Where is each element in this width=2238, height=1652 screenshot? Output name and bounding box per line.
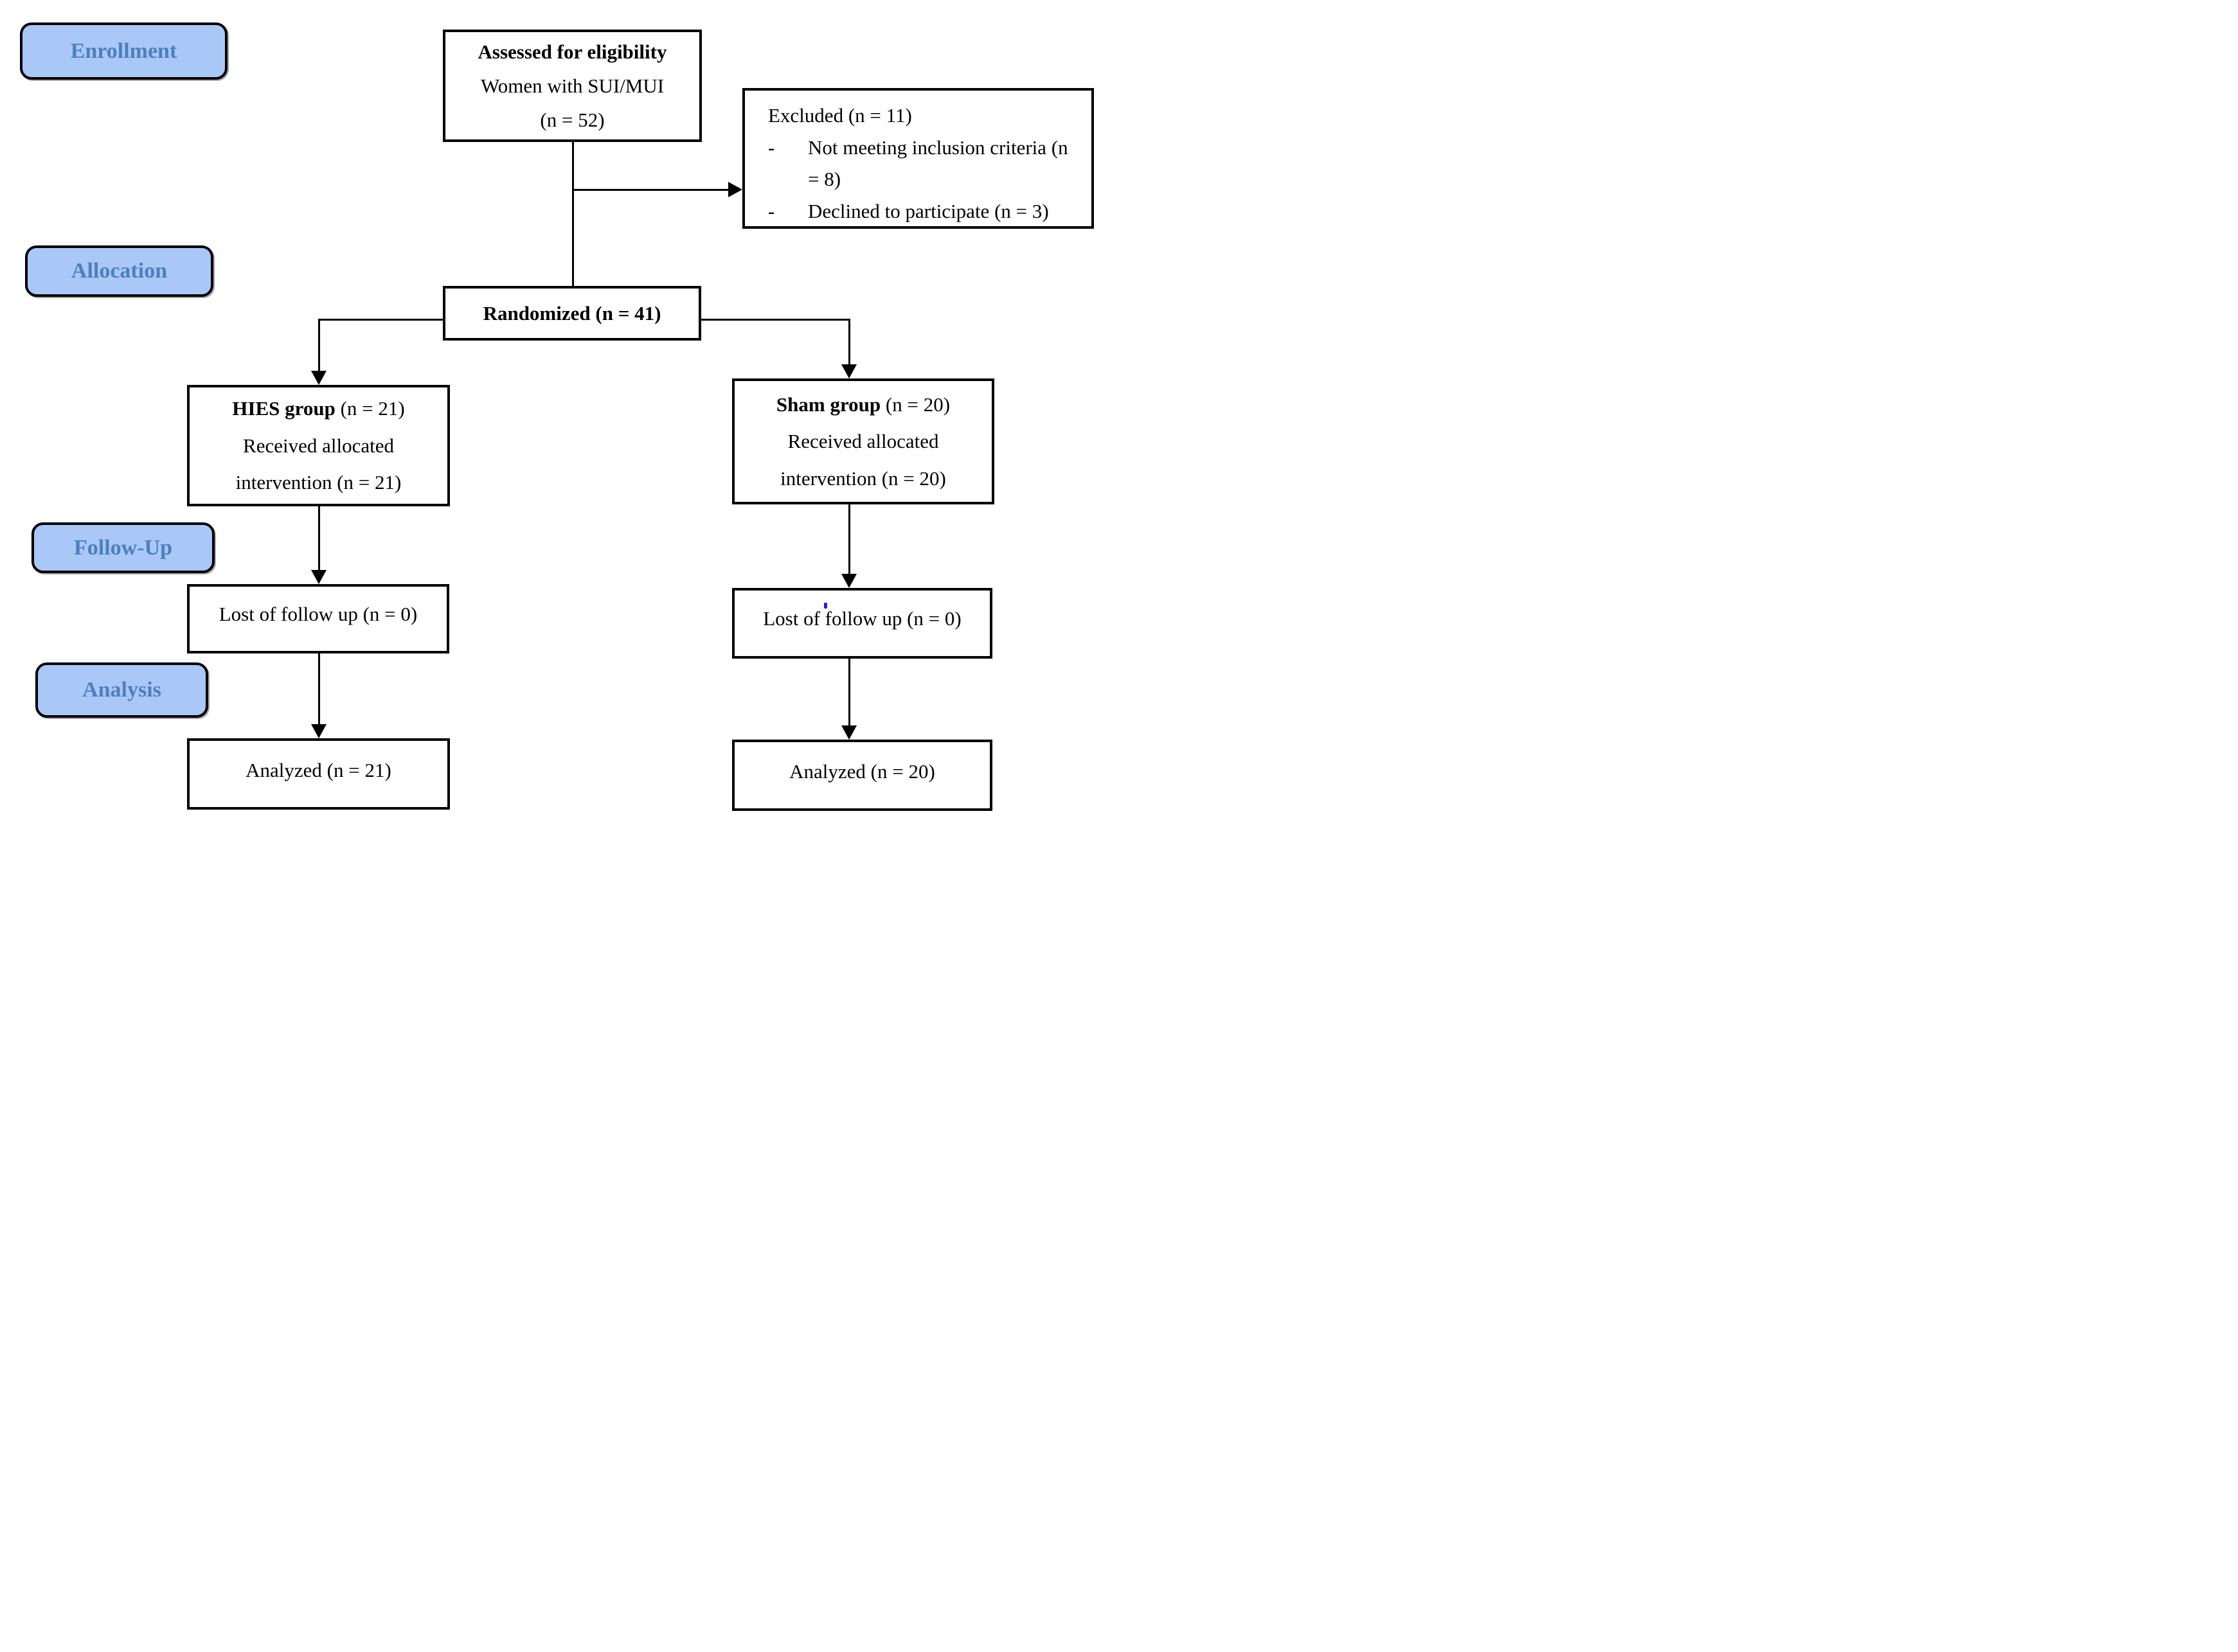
consort-flow-diagram: Enrollment Allocation Follow-Up Analysis… [0, 0, 1119, 826]
sham-group-name: Sham group [776, 393, 881, 416]
analyzed-right-label: Analyzed (n = 20) [789, 759, 935, 783]
stage-label-allocation-text: Allocation [71, 259, 168, 283]
analyzed-left-label: Analyzed (n = 21) [246, 758, 391, 781]
hies-title-line: HIES group (n = 21) [232, 390, 404, 427]
excluded-bullet-2: - Declined to participate (n = 3) [768, 195, 1082, 227]
sham-line3: intervention (n = 20) [780, 466, 946, 490]
arrow-down-icon [841, 725, 857, 740]
stage-label-analysis-text: Analysis [82, 678, 161, 702]
assessed-subtitle: Women with SUI/MUI [480, 74, 665, 97]
box-lost-follow-up-right: Lost of follow up (n = 0) [732, 588, 992, 659]
box-sham-group: Sham group (n = 20) Received allocated i… [732, 378, 994, 504]
box-analyzed-right: Analyzed (n = 20) [732, 740, 992, 811]
excluded-bullet-1-text: Not meeting inclusion criteria (n = 8) [808, 136, 1068, 191]
connector-randomized-left-drop [318, 319, 320, 372]
arrow-down-icon [311, 570, 327, 584]
arrow-down-icon [841, 574, 857, 588]
assessed-count: (n = 52) [540, 109, 605, 132]
arrow-down-icon [311, 724, 327, 738]
connector-hies-to-lost [318, 506, 320, 571]
sham-title-line: Sham group (n = 20) [776, 386, 950, 423]
lost-right-label: Lost of follow up (n = 0) [763, 607, 962, 630]
box-randomized: Randomized (n = 41) [443, 286, 701, 341]
randomized-label: Randomized (n = 41) [483, 301, 661, 324]
arrow-down-icon [841, 364, 857, 378]
stage-label-followup-text: Follow-Up [74, 535, 172, 560]
dash-marker: - [768, 199, 775, 222]
stage-label-allocation: Allocation [25, 245, 213, 297]
stage-label-analysis: Analysis [35, 662, 208, 718]
dash-marker: - [768, 136, 775, 159]
connector-lost-to-analyzed-right [848, 659, 850, 727]
connector-randomized-right [701, 319, 850, 321]
assessed-title: Assessed for eligibility [478, 40, 667, 63]
stage-label-enrollment: Enrollment [20, 22, 228, 80]
excluded-bullet-1: - Not meeting inclusion criteria (n = 8) [768, 132, 1082, 195]
blue-ink-artifact [824, 603, 827, 608]
sham-line2: Received allocated [787, 430, 939, 453]
box-analyzed-left: Analyzed (n = 21) [187, 738, 450, 810]
connector-branch-to-excluded [573, 189, 730, 191]
sham-group-count: (n = 20) [881, 393, 951, 416]
hies-line2: Received allocated [243, 434, 394, 457]
excluded-bullet-2-text: Declined to participate (n = 3) [808, 199, 1049, 222]
connector-assessed-to-randomized [572, 142, 574, 286]
hies-group-name: HIES group [232, 397, 336, 420]
lost-left-label: Lost of follow up (n = 0) [219, 603, 418, 626]
excluded-heading: Excluded (n = 11) [768, 104, 912, 127]
box-hies-group: HIES group (n = 21) Received allocated i… [187, 385, 450, 506]
connector-randomized-left [319, 319, 443, 321]
box-excluded: Excluded (n = 11) - Not meeting inclusio… [742, 88, 1094, 229]
stage-label-followup: Follow-Up [31, 522, 215, 573]
stage-label-enrollment-text: Enrollment [70, 39, 177, 63]
hies-line3: intervention (n = 21) [235, 471, 402, 494]
connector-randomized-right-drop [848, 319, 850, 366]
arrow-right-icon [728, 182, 742, 197]
connector-sham-to-lost [848, 504, 850, 575]
box-lost-follow-up-left: Lost of follow up (n = 0) [187, 584, 449, 653]
connector-lost-to-analyzed-left [318, 653, 320, 725]
box-assessed-for-eligibility: Assessed for eligibility Women with SUI/… [443, 30, 702, 142]
hies-group-count: (n = 21) [335, 397, 405, 420]
arrow-down-icon [311, 371, 327, 385]
